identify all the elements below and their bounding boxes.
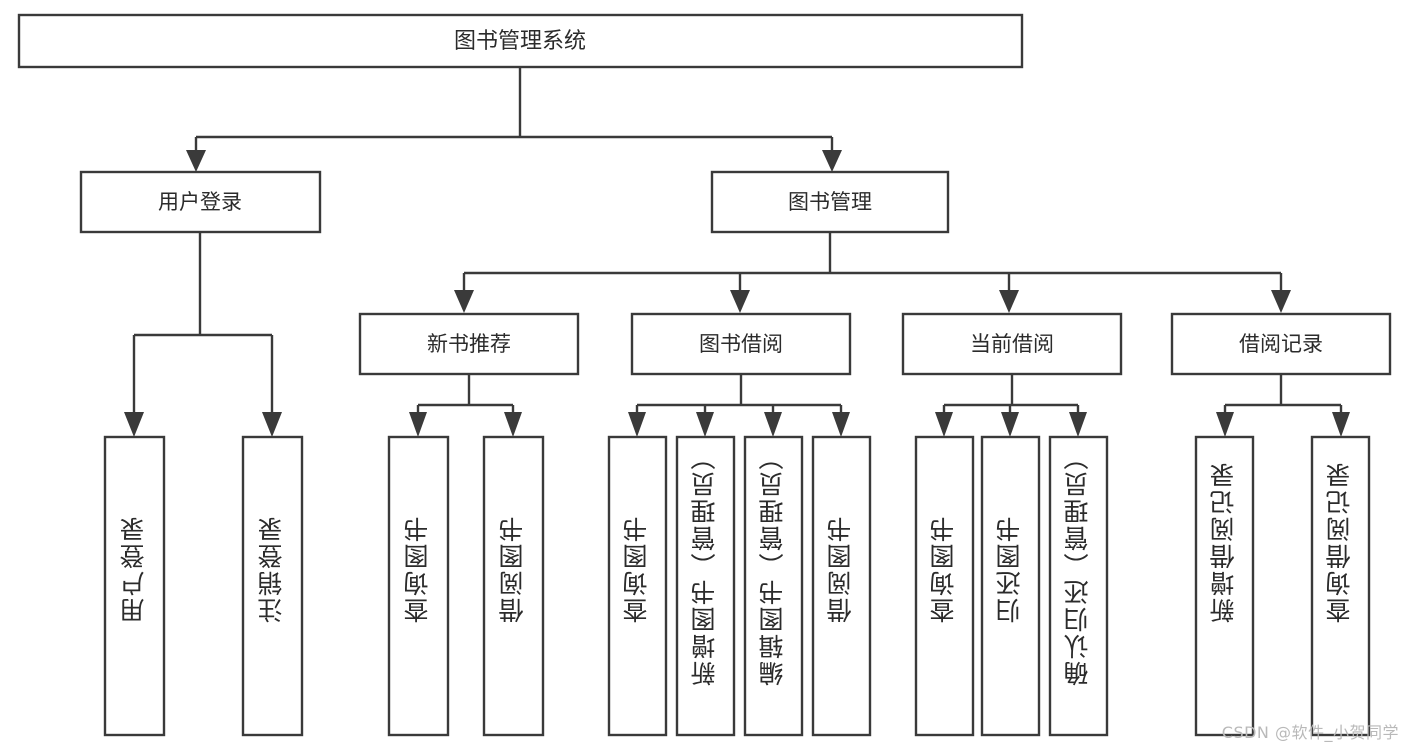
current-borrow-label: 当前借阅	[970, 332, 1054, 356]
arrow-to-leaf-query-book-2	[628, 412, 646, 437]
leaf-box-query-borrow-record[interactable]	[1310, 435, 1371, 737]
leaf-box-user-logout[interactable]	[241, 435, 304, 737]
book-borrow-label: 图书借阅	[699, 332, 783, 356]
arrow-to-leaf-add-book	[696, 412, 714, 437]
root-box[interactable]	[17, 13, 1024, 69]
borrow-record-label: 借阅记录	[1239, 332, 1323, 356]
new-book-recommend-box[interactable]	[358, 312, 580, 376]
arrow-to-new-book-recommend	[454, 290, 474, 313]
arrow-to-leaf-confirm-return	[1069, 412, 1087, 437]
arrow-to-leaf-user-logout	[262, 412, 282, 437]
leaf-box-add-book[interactable]	[675, 435, 736, 737]
leaf-box-add-borrow-record[interactable]	[1194, 435, 1255, 737]
arrow-to-leaf-return-book	[1001, 412, 1019, 437]
leaf-box-borrow-book-2[interactable]	[811, 435, 872, 737]
node-book-borrow[interactable]: 图书借阅	[630, 312, 852, 376]
arrow-to-borrow-record	[1271, 290, 1291, 313]
node-current-borrow[interactable]: 当前借阅	[901, 312, 1123, 376]
borrow-record-box[interactable]	[1170, 312, 1392, 376]
leaf-box-query-book-2[interactable]	[607, 435, 668, 737]
book-manage-label: 图书管理	[788, 190, 872, 214]
arrow-to-leaf-query-borrow-record	[1332, 412, 1350, 437]
user-login-label: 用户登录	[158, 190, 242, 214]
leaf-box-edit-book[interactable]	[743, 435, 804, 737]
current-borrow-box[interactable]	[901, 312, 1123, 376]
leaf-box-user-login[interactable]	[103, 435, 166, 737]
leaf-box-return-book[interactable]	[980, 435, 1041, 737]
arrow-to-leaf-user-login	[124, 412, 144, 437]
arrow-to-user-login	[186, 150, 206, 172]
book-borrow-box[interactable]	[630, 312, 852, 376]
new-book-recommend-label: 新书推荐	[427, 332, 511, 356]
arrow-to-leaf-edit-book	[764, 412, 782, 437]
book-manage-box[interactable]	[710, 170, 950, 234]
root-label: 图书管理系统	[454, 29, 586, 54]
arrow-to-book-borrow	[730, 290, 750, 313]
arrow-to-leaf-add-borrow-record	[1216, 412, 1234, 437]
leaf-box-borrow-book-1[interactable]	[482, 435, 545, 737]
node-user-login[interactable]: 用户登录	[79, 170, 322, 234]
arrow-to-leaf-borrow-book-2	[832, 412, 850, 437]
leaf-box-query-book-1[interactable]	[387, 435, 450, 737]
node-new-book-recommend[interactable]: 新书推荐	[358, 312, 580, 376]
node-book-manage[interactable]: 图书管理	[710, 170, 950, 234]
leaf-box-query-book-3[interactable]	[914, 435, 975, 737]
leaf-box-confirm-return[interactable]	[1048, 435, 1109, 737]
arrow-to-leaf-query-book-3	[935, 412, 953, 437]
arrow-to-current-borrow	[999, 290, 1019, 313]
csdn-watermark: CSDN @软件_小贺同学	[1221, 723, 1399, 742]
arrow-to-book-manage	[822, 150, 842, 172]
arrow-to-leaf-query-book-1	[409, 412, 427, 437]
arrow-to-leaf-borrow-book-1	[504, 412, 522, 437]
node-root[interactable]: 图书管理系统	[17, 13, 1024, 69]
node-borrow-record[interactable]: 借阅记录	[1170, 312, 1392, 376]
